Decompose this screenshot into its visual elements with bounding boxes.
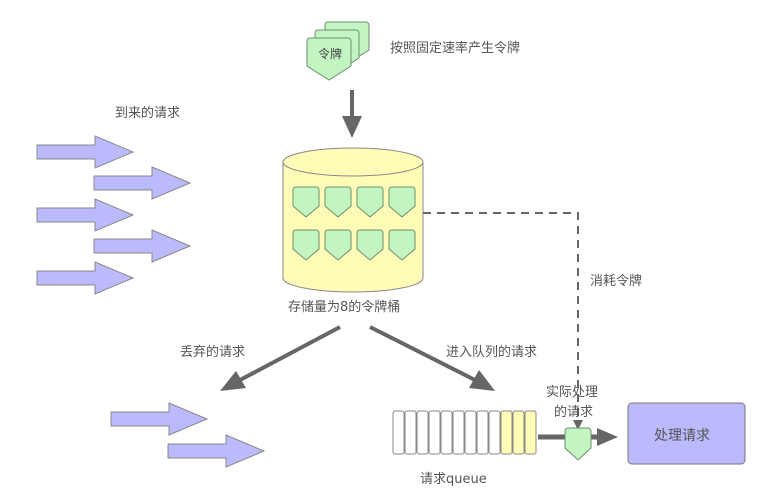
incoming-request-arrows (36, 135, 192, 295)
bucket-token-icon (356, 229, 384, 261)
consume-token-arrowhead (573, 420, 583, 430)
queue-slot-filled (524, 410, 537, 455)
dropped-request-arrow (110, 402, 209, 436)
queue-slot-filled (500, 410, 513, 455)
enqueue-arrow (369, 325, 495, 391)
actual-processed-label-line1: 实际处理 (546, 385, 599, 400)
bucket-token-icon (388, 229, 416, 261)
incoming-requests-label: 到来的请求 (115, 106, 181, 121)
incoming-request-arrow (36, 198, 135, 232)
request-queue (392, 410, 537, 455)
queue-slot-empty (452, 410, 465, 455)
arrow-into-bucket (342, 90, 362, 138)
dropped-requests-label: 丢弃的请求 (180, 345, 246, 360)
bucket-token-icon (292, 186, 320, 218)
consume-token-label: 消耗令牌 (590, 274, 643, 289)
token-bucket (282, 147, 424, 293)
bucket-token-icon (324, 186, 352, 218)
bucket-tokens (292, 186, 416, 261)
process-request-label: 处理请求 (654, 428, 710, 444)
queue-slot-empty (440, 410, 453, 455)
drop-arrow (220, 325, 341, 391)
dropped-request-arrows (110, 402, 266, 468)
queue-slot-empty (428, 410, 441, 455)
token-icon-label: 令牌 (318, 47, 343, 61)
queue-label: 请求queue (420, 472, 487, 487)
process-request-box (627, 402, 746, 465)
queue-slot-empty (416, 410, 429, 455)
queue-slot-empty (392, 410, 405, 455)
consumed-token-icon (564, 427, 592, 461)
bucket-token-icon (292, 229, 320, 261)
queued-requests-label: 进入队列的请求 (446, 345, 538, 360)
dropped-request-arrow (167, 434, 266, 468)
queue-slot-empty (464, 410, 477, 455)
queue-slot-empty (488, 410, 501, 455)
consume-token-dashed-line (423, 212, 579, 425)
bucket-token-icon (324, 229, 352, 261)
bucket-token-icon (388, 186, 416, 218)
incoming-request-arrow (93, 229, 192, 263)
bucket-label: 存储量为8的令牌桶 (288, 300, 401, 315)
token-stack-icon (306, 21, 370, 81)
incoming-request-arrow (36, 135, 135, 169)
bucket-token-icon (356, 186, 384, 218)
queue-slot-empty (476, 410, 489, 455)
incoming-request-arrow (93, 166, 192, 200)
actual-processed-label-line2: 的请求 (554, 405, 594, 420)
queue-slot-empty (404, 410, 417, 455)
incoming-request-arrow (36, 261, 135, 295)
token-generation-label: 按照固定速率产生令牌 (390, 41, 521, 56)
queue-slot-filled (512, 410, 525, 455)
